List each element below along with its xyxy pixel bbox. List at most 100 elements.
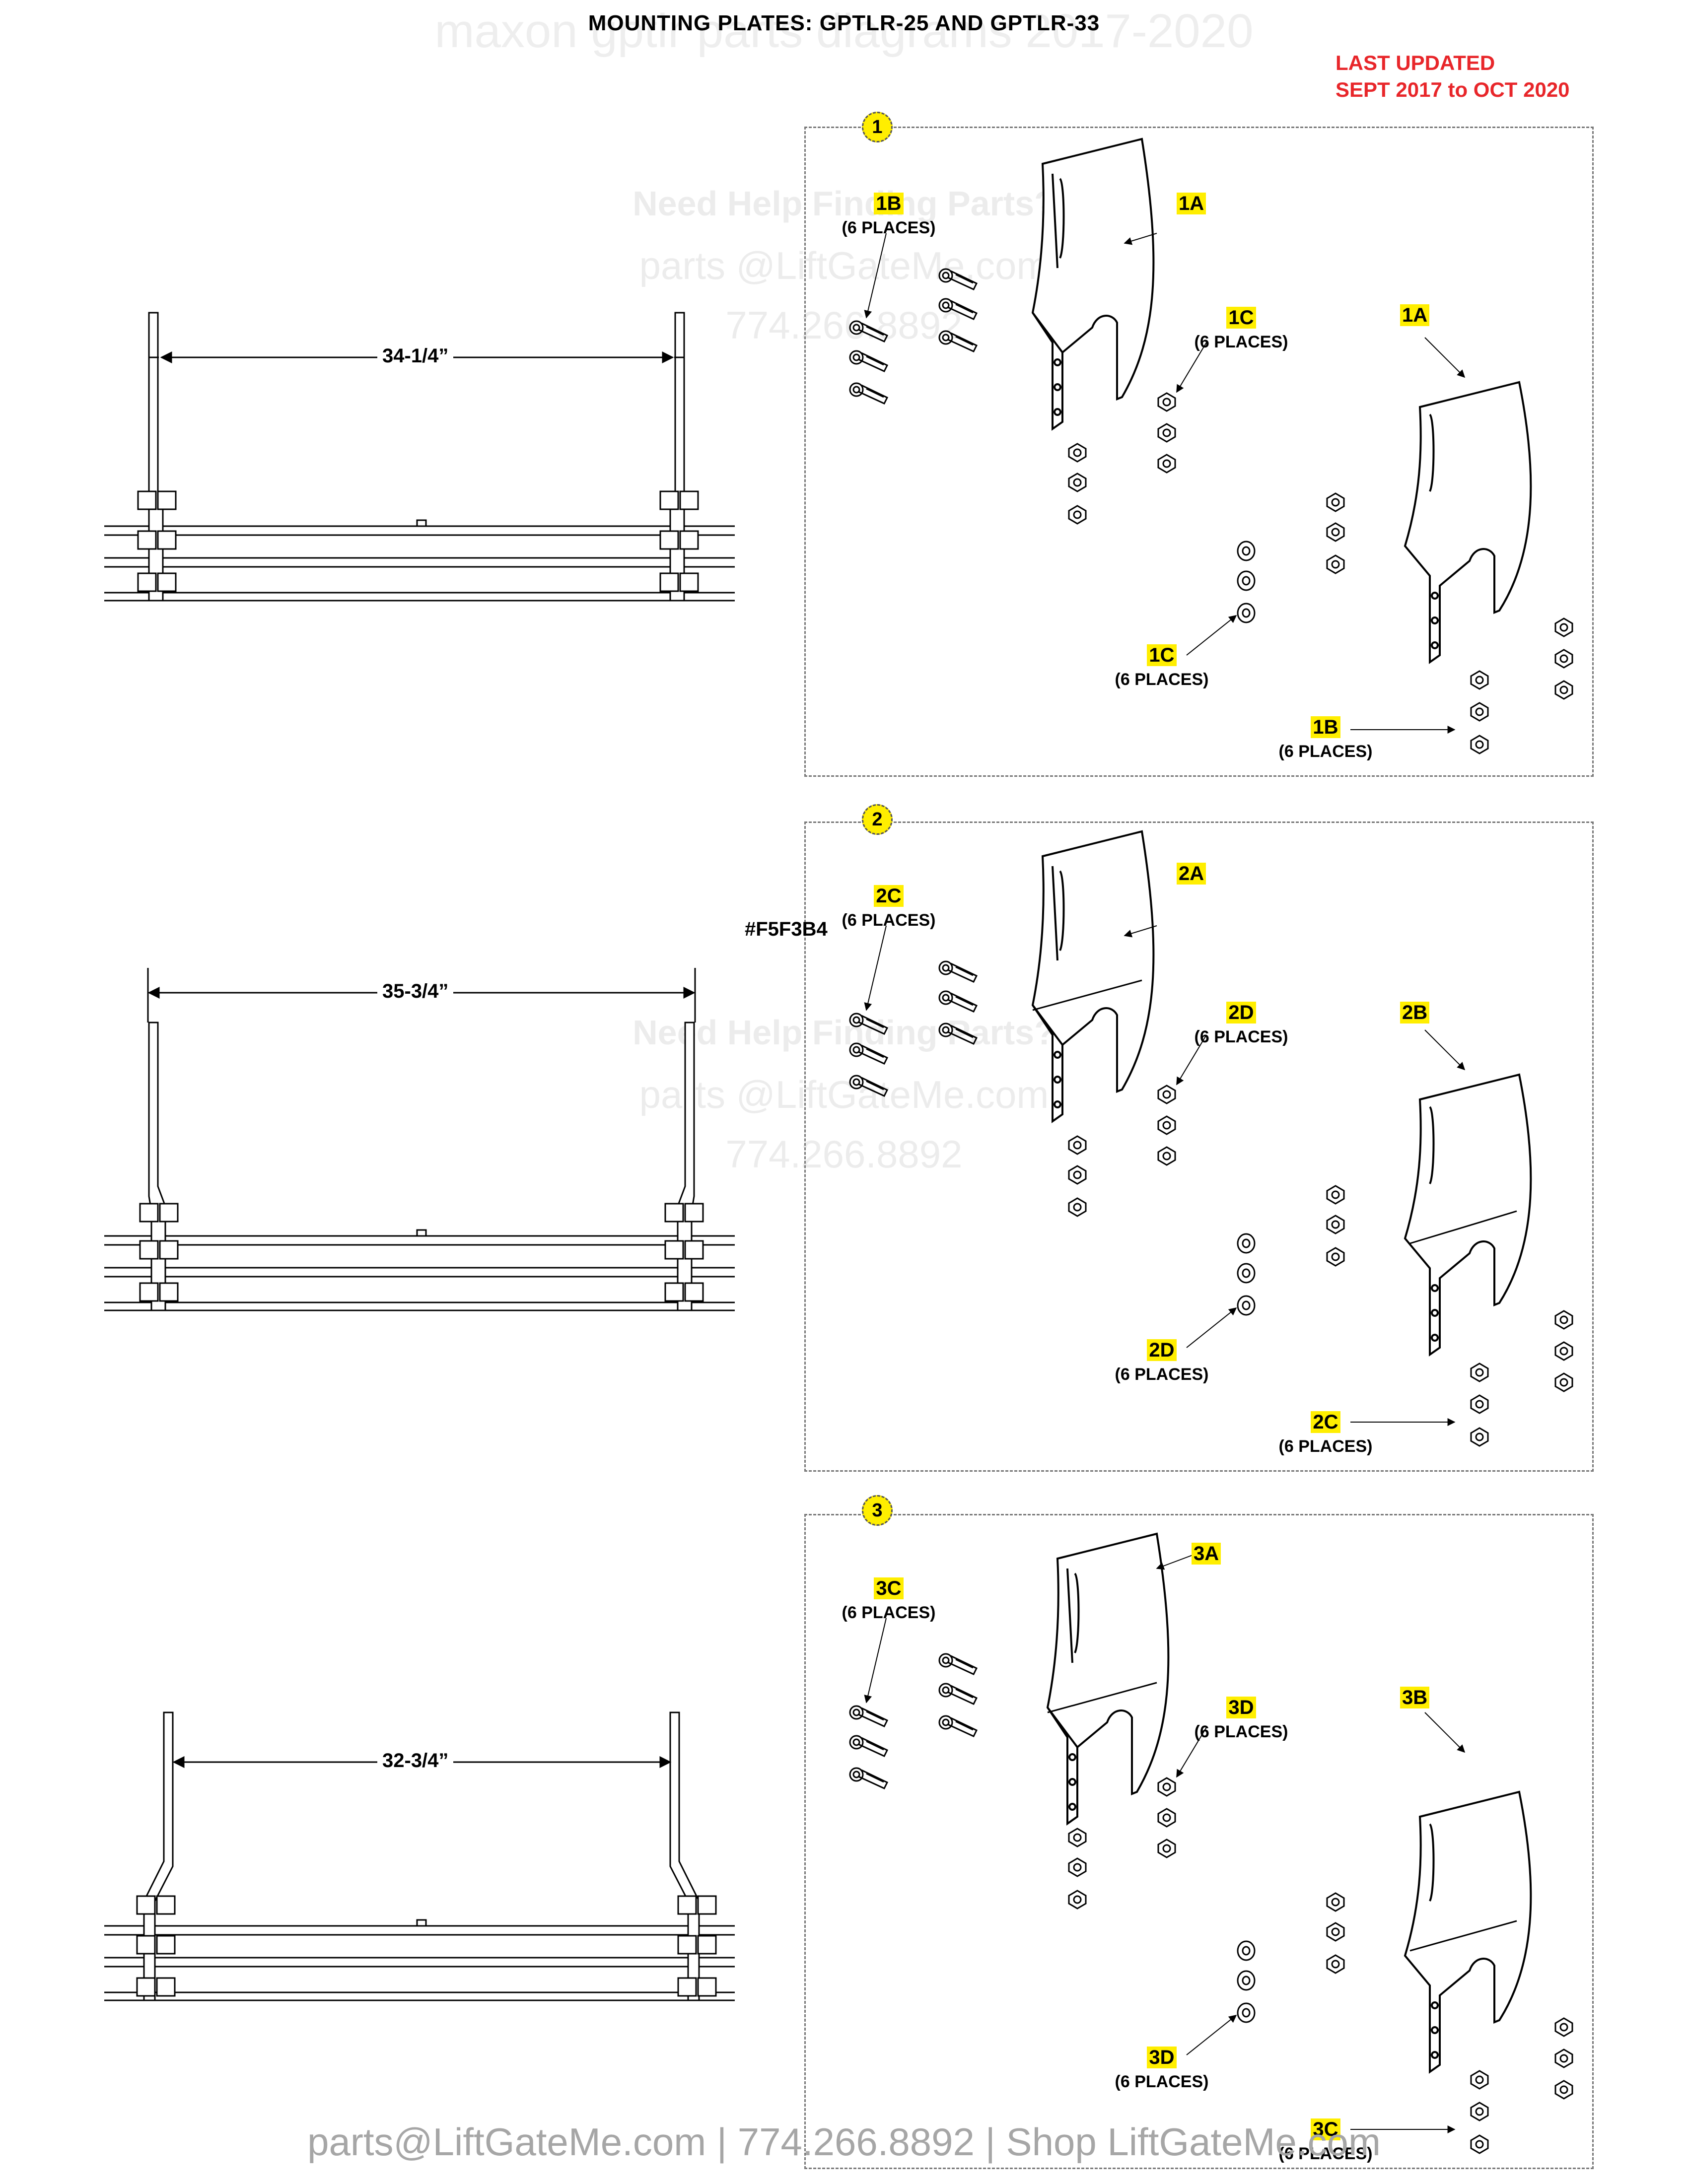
section-3-fasteners bbox=[136, 1895, 717, 1997]
section-2-front-bracket bbox=[1032, 830, 1155, 1122]
section-3-lower-nuts bbox=[1326, 1892, 1345, 1974]
callout-places: (6 PLACES) bbox=[842, 218, 936, 237]
section-2-frame bbox=[804, 821, 1594, 1472]
section-3-side-view bbox=[103, 1919, 736, 2001]
callout-1c-upper: 1C (6 PLACES) bbox=[1187, 307, 1296, 352]
watermark-email: parts @LiftGateMe.com bbox=[639, 244, 1049, 287]
section-3-front-bracket bbox=[1047, 1533, 1170, 1825]
section-1-lower-bolts bbox=[1470, 617, 1573, 754]
section-3-rear-bracket bbox=[1404, 1791, 1532, 2073]
callout-code: 1C bbox=[1147, 644, 1177, 666]
callout-places: (6 PLACES) bbox=[1278, 1437, 1373, 1456]
callout-places: (6 PLACES) bbox=[1115, 1365, 1209, 1384]
section-1-upper-nuts bbox=[1068, 392, 1176, 525]
last-updated-line1: LAST UPDATED bbox=[1336, 51, 1495, 74]
callout-code: 3B bbox=[1400, 1687, 1430, 1708]
callout-1c-lower: 1C (6 PLACES) bbox=[1107, 644, 1216, 689]
section-2-lower-nuts bbox=[1326, 1185, 1345, 1267]
section-1-badge: 1 bbox=[862, 112, 893, 142]
page-title: MOUNTING PLATES: GPTLR-25 AND GPTLR-33 bbox=[588, 11, 1100, 35]
callout-places: (6 PLACES) bbox=[1278, 742, 1373, 761]
header-watermark: maxon gptlr parts diagrams 2017-2020 bbox=[434, 4, 1254, 58]
watermark-phone: 774.266.8892 bbox=[725, 303, 963, 347]
section-2-dimension: 35-3/4” bbox=[377, 980, 454, 1003]
section-3-upper-nuts bbox=[1068, 1777, 1176, 1910]
section-3-lower-washers bbox=[1237, 1940, 1256, 2023]
section-2-upper-nuts bbox=[1068, 1085, 1176, 1217]
section-3-frame bbox=[804, 1514, 1594, 2169]
section-2-side-view bbox=[103, 1229, 736, 1311]
section-3-badge: 3 bbox=[862, 1495, 893, 1526]
last-updated-line2: SEPT 2017 to OCT 2020 bbox=[1336, 78, 1570, 101]
last-updated-note: LAST UPDATED SEPT 2017 to OCT 2020 bbox=[1336, 50, 1570, 103]
callout-code: 2D bbox=[1147, 1339, 1177, 1361]
watermark-phone-2: 774.266.8892 bbox=[725, 1132, 963, 1176]
callout-places: (6 PLACES) bbox=[1115, 2072, 1209, 2091]
section-2-plates bbox=[147, 968, 696, 1311]
stray-color-label: #F5F3B4 bbox=[745, 918, 828, 940]
callout-places: (6 PLACES) bbox=[1115, 670, 1209, 689]
section-1-fasteners bbox=[137, 490, 699, 592]
callout-places: (6 PLACES) bbox=[1194, 1027, 1288, 1046]
callout-places: (6 PLACES) bbox=[842, 1603, 936, 1622]
callout-2d-upper: 2D (6 PLACES) bbox=[1187, 1002, 1296, 1047]
section-1-exploded bbox=[849, 138, 1573, 754]
section-2-leader-lines bbox=[864, 925, 1466, 1426]
callout-code: 3C bbox=[874, 1577, 904, 1599]
section-2-fasteners bbox=[139, 1203, 704, 1302]
watermark-help-2: Need Help Finding Parts? bbox=[633, 1013, 1055, 1052]
callout-places: (6 PLACES) bbox=[1278, 2144, 1373, 2163]
callout-1a-lower: 1A bbox=[1400, 304, 1430, 330]
section-1-dimension: 34-1/4” bbox=[377, 345, 454, 367]
watermark-help: Need Help Finding Parts? bbox=[633, 184, 1055, 223]
callout-2b-lower: 2B bbox=[1400, 1002, 1430, 1027]
section-2-upper-bolts bbox=[849, 960, 978, 1097]
callout-3b-lower: 3B bbox=[1400, 1687, 1430, 1712]
section-2-lower-bolts bbox=[1470, 1310, 1573, 1447]
callout-2a-upper: 2A bbox=[1177, 863, 1206, 888]
section-1-upper-bolts bbox=[849, 268, 978, 405]
callout-3c-left: 3C (6 PLACES) bbox=[834, 1577, 943, 1623]
callout-code: 1B bbox=[1311, 716, 1340, 738]
callout-code: 2C bbox=[874, 885, 904, 907]
section-1-lower-washers bbox=[1237, 541, 1256, 623]
callout-1b-left: 1B(6 PLACES) bbox=[834, 193, 943, 238]
callout-code: 2A bbox=[1177, 863, 1206, 885]
callout-2c-left: 2C (6 PLACES) bbox=[834, 885, 943, 930]
section-2-exploded bbox=[849, 830, 1573, 1447]
callout-3a-upper: 3A bbox=[1192, 1543, 1221, 1568]
section-3-exploded bbox=[849, 1533, 1573, 2154]
callout-code: 1A bbox=[1177, 193, 1206, 214]
section-3-dimension: 32-3/4” bbox=[377, 1750, 454, 1772]
section-1-side-view bbox=[103, 519, 736, 602]
section-1-rear-bracket bbox=[1404, 381, 1532, 663]
callout-code: 3A bbox=[1192, 1543, 1221, 1565]
callout-code: 2D bbox=[1226, 1002, 1256, 1024]
section-2-badge: 2 bbox=[862, 804, 893, 835]
section-2-rear-bracket bbox=[1404, 1074, 1532, 1356]
section-1-leader-lines bbox=[864, 233, 1466, 734]
callout-code: 2C bbox=[1311, 1411, 1340, 1433]
callout-places: (6 PLACES) bbox=[842, 911, 936, 930]
callout-code: 3C bbox=[1311, 2118, 1340, 2140]
callout-3c-lower: 3C (6 PLACES) bbox=[1271, 2118, 1380, 2164]
section-1-front-bracket bbox=[1032, 138, 1155, 430]
callout-places: (6 PLACES) bbox=[1194, 333, 1288, 351]
callout-2c-lower: 2C (6 PLACES) bbox=[1271, 1411, 1380, 1456]
section-1-lower-nuts bbox=[1326, 492, 1345, 574]
callout-1a-upper: 1A bbox=[1177, 193, 1206, 218]
callout-code: 2B bbox=[1400, 1002, 1430, 1024]
section-3-upper-bolts bbox=[849, 1653, 978, 1789]
callout-1b-lower: 1B (6 PLACES) bbox=[1271, 716, 1380, 761]
callout-3d-upper: 3D(6 PLACES) bbox=[1187, 1697, 1296, 1742]
section-1-frame bbox=[804, 127, 1594, 777]
callout-3d-lower: 3D (6 PLACES) bbox=[1107, 2047, 1216, 2092]
callout-code: 1C bbox=[1226, 307, 1256, 329]
callout-code: 3D bbox=[1147, 2047, 1177, 2068]
section-2-lower-washers bbox=[1237, 1233, 1256, 1316]
footer-contact: parts@LiftGateMe.com | 774.266.8892 | Sh… bbox=[307, 2120, 1381, 2164]
watermark-email-2: parts @LiftGateMe.com bbox=[639, 1073, 1049, 1116]
callout-2d-lower: 2D (6 PLACES) bbox=[1107, 1339, 1216, 1384]
callout-code: 1A bbox=[1400, 304, 1430, 326]
